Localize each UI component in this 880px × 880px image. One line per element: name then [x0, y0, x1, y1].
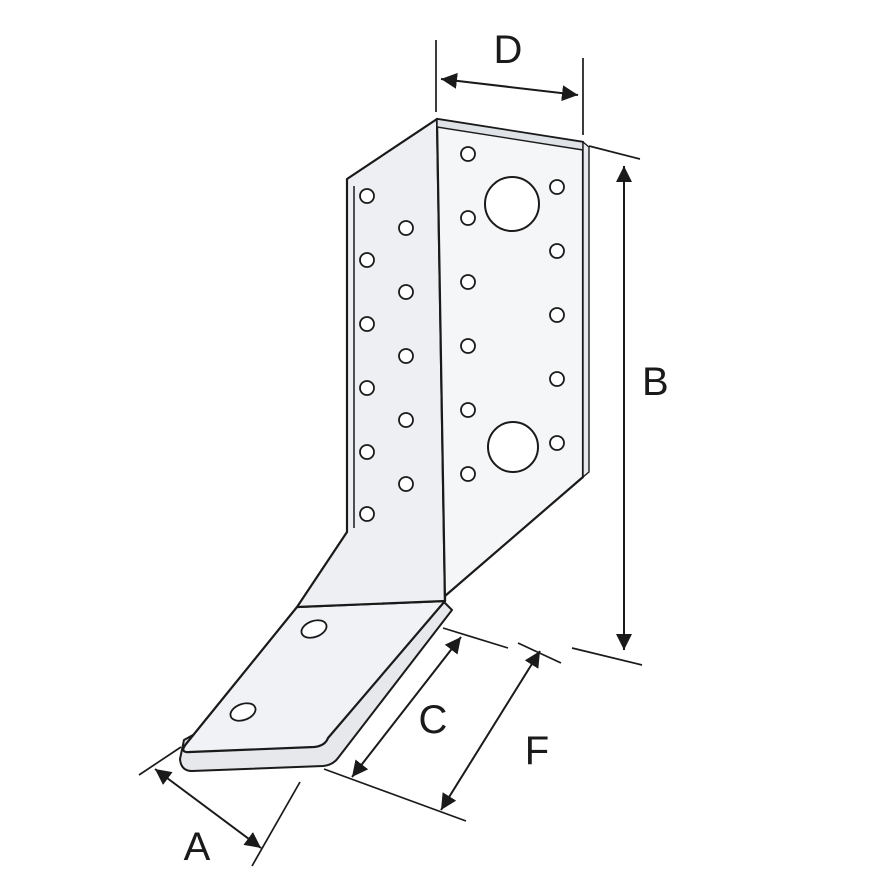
nail-hole — [359, 252, 375, 268]
nail-hole — [359, 506, 375, 522]
dimension-f: F — [440, 642, 562, 811]
nail-hole — [460, 146, 476, 162]
nail-hole — [398, 412, 414, 428]
nail-holes-left — [359, 188, 414, 522]
dimension-b-label: B — [642, 360, 669, 404]
plate-right-edge — [582, 141, 590, 478]
dimension-line — [154, 768, 262, 849]
nail-hole — [359, 380, 375, 396]
flange-nail-hole — [229, 702, 257, 722]
nail-hole — [359, 316, 375, 332]
nail-hole — [460, 338, 476, 354]
dimension-line — [440, 650, 541, 811]
bolt-hole — [484, 176, 540, 232]
nail-hole — [460, 210, 476, 226]
extension-line — [442, 627, 509, 649]
extension-line — [588, 145, 641, 160]
nail-hole — [359, 188, 375, 204]
nail-hole — [398, 348, 414, 364]
nail-holes-right — [460, 146, 565, 482]
dimension-c-label: C — [419, 698, 448, 742]
nail-hole — [549, 179, 565, 195]
dimension-f-label: F — [525, 729, 549, 773]
nail-hole — [460, 274, 476, 290]
nail-hole — [549, 307, 565, 323]
nail-hole — [398, 284, 414, 300]
nail-hole — [460, 466, 476, 482]
nail-hole — [398, 220, 414, 236]
nail-hole — [549, 435, 565, 451]
nail-hole — [359, 444, 375, 460]
dimension-a-label: A — [184, 825, 211, 869]
extension-line — [138, 746, 182, 776]
dimension-b: B — [571, 145, 669, 666]
nail-hole — [460, 402, 476, 418]
dimension-d: D — [435, 28, 584, 135]
flange-nail-hole — [300, 619, 328, 639]
dimension-line — [440, 72, 579, 102]
bolt-hole — [487, 421, 539, 473]
nail-hole — [398, 476, 414, 492]
nail-hole — [549, 371, 565, 387]
nail-hole — [549, 243, 565, 259]
extension-line — [571, 647, 643, 666]
bracket — [179, 117, 590, 772]
dimension-a: A — [138, 746, 301, 869]
dimension-d-label: D — [494, 28, 523, 72]
extension-line — [323, 768, 467, 822]
extension-line — [251, 781, 301, 867]
